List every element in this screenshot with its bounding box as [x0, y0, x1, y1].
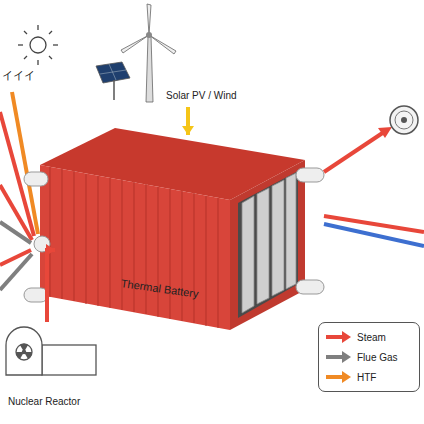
arrow-head — [182, 126, 194, 135]
source-label: Solar PV / Wind — [163, 87, 240, 104]
node-text: Nuclear Reactor — [8, 396, 80, 407]
wind-turbine — [121, 4, 176, 102]
legend-text: Steam — [357, 332, 386, 343]
reactor-node: Nuclear Reactor — [5, 322, 105, 412]
output-arrowhead — [378, 127, 392, 138]
legend-row: Steam — [319, 327, 419, 347]
flow-arrow — [47, 250, 55, 322]
node-text: Thermal Battery — [120, 277, 199, 300]
solar-panel — [96, 62, 130, 100]
pipes — [24, 168, 324, 302]
container-front — [40, 165, 230, 330]
input-arrows — [0, 92, 38, 290]
container-corrugation — [50, 167, 218, 328]
arrow-head — [46, 244, 55, 256]
nuclear-reactor-icon — [6, 327, 96, 375]
sun-icon — [18, 25, 58, 65]
node-text: Solar PV / Wind — [166, 90, 237, 101]
container-cutout — [238, 171, 298, 318]
storage-modules — [242, 173, 296, 313]
legend-row: Flue Gas — [319, 347, 419, 367]
legend-box: SteamFlue GasHTF — [318, 322, 420, 392]
cropped-label: イイイ — [2, 68, 35, 83]
thermal-battery: Thermal Battery — [55, 135, 300, 325]
legend-arrow — [325, 351, 351, 363]
output-arrows — [324, 132, 424, 246]
legend-arrow — [325, 331, 351, 343]
legend-text: HTF — [357, 372, 376, 383]
container-end — [230, 160, 305, 330]
legend-row: HTF — [319, 367, 419, 387]
turbine-icon — [390, 106, 418, 134]
legend-text: Flue Gas — [357, 352, 398, 363]
legend-arrow — [325, 371, 351, 383]
